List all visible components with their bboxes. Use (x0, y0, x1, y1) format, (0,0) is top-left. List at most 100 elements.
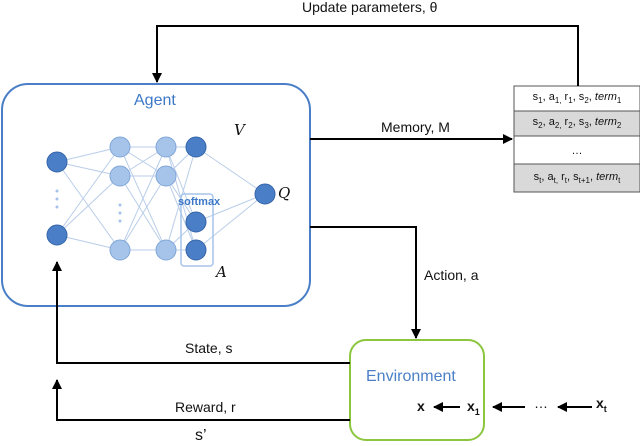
memory-token: t (564, 176, 568, 186)
q-node (254, 183, 276, 205)
x-label-text: x (417, 398, 425, 414)
memory-token: , s (567, 171, 579, 184)
hidden-ellipsis-dot (118, 203, 122, 207)
input-node (46, 224, 68, 246)
a-output-label: A (216, 263, 227, 281)
network-edge (165, 146, 197, 223)
agent-box (1, 83, 311, 307)
memory-token: 2 (584, 96, 589, 106)
memory-row-t: st, at, rt, st+1, termt (514, 165, 640, 192)
memory-token: s (532, 116, 539, 129)
memory-token: t+1 (578, 176, 590, 186)
memory-token: , s (572, 116, 585, 129)
x1-label-sub: 1 (474, 406, 480, 417)
reward-label: Reward, r (175, 399, 236, 415)
memory-row-1: s1, a1, r1, s2, term1 (514, 86, 640, 111)
x-label: x (417, 398, 425, 414)
network-edge (56, 146, 121, 236)
x1-label-text: x (467, 398, 475, 414)
chain-dots-label: … (534, 395, 548, 411)
network-edge (195, 146, 266, 195)
input-node (46, 151, 68, 173)
memory-label: Memory, M (381, 119, 450, 135)
memory-row-t-text: st, at, rt, st+1, termt (534, 171, 621, 185)
memory-token: t, (553, 176, 559, 186)
memory-token: 1 (568, 96, 573, 106)
advantage-node (185, 239, 207, 261)
input-ellipsis-dot (55, 197, 59, 201)
memory-token: term (594, 116, 617, 129)
s-prime-label: s’ (195, 427, 207, 444)
memory-token: s (532, 91, 539, 104)
hidden-node (109, 165, 131, 187)
memory-token: t (539, 176, 542, 186)
network-edge (56, 234, 121, 251)
v-output-label: V (234, 121, 245, 139)
memory-token: r (561, 91, 569, 104)
memory-token: term (596, 171, 619, 184)
reward-arrow (52, 379, 350, 421)
memory-row-2-text: s2, a2, r2, s3, term2 (533, 116, 622, 130)
network-edge (56, 146, 121, 163)
memory-row-1-text: s1, a1, r1, s2, term1 (533, 91, 622, 105)
memory-token: 2 (538, 121, 543, 131)
memory-token: 2 (616, 121, 622, 131)
memory-token: , a (541, 171, 554, 184)
memory-row-ellipsis-text: … (571, 144, 583, 157)
environment-box (349, 339, 485, 441)
action-arrow (310, 226, 421, 339)
hidden-ellipsis-dot (118, 219, 122, 223)
network-edge (56, 161, 121, 177)
value-node (185, 136, 207, 158)
network-edge (119, 175, 167, 251)
q-output-label: Q (278, 184, 291, 202)
xt-label-sub: t (603, 403, 607, 414)
state-label: State, s (185, 340, 233, 356)
hidden-node (109, 136, 131, 158)
input-ellipsis-dot (55, 189, 59, 193)
memory-token: 2 (568, 121, 573, 131)
memory-token: r (558, 171, 565, 184)
memory-row-2: s2, a2, r2, s3, term2 (514, 111, 640, 136)
update-parameters-arrow (152, 25, 579, 86)
hidden-ellipsis-dot (118, 211, 122, 215)
memory-row-ellipsis: … (514, 137, 640, 164)
softmax-label: softmax (178, 196, 221, 208)
memory-token: t (618, 176, 621, 186)
update-parameters-label: Update parameters, θ (302, 0, 438, 15)
hidden-node (155, 165, 177, 187)
memory-token: , (588, 116, 595, 129)
memory-token: 1, (554, 96, 562, 106)
softmax-box (180, 193, 214, 267)
hidden-node (109, 239, 131, 261)
neural-network (46, 136, 276, 267)
action-label: Action, a (424, 267, 479, 283)
xt-label: xt (596, 395, 607, 414)
memory-token: 1 (538, 96, 543, 106)
memory-token: 2, (554, 121, 562, 131)
memory-token: s (533, 171, 540, 184)
memory-token: 3 (584, 121, 589, 131)
memory-table (513, 85, 640, 193)
network-edge (56, 175, 121, 236)
xt-label-text: x (596, 395, 604, 411)
memory-token: , a (542, 116, 555, 129)
input-ellipsis-dot (55, 205, 59, 209)
memory-token: r (561, 116, 569, 129)
advantage-node (185, 211, 207, 233)
memory-token: , s (572, 91, 585, 104)
hidden-node (155, 136, 177, 158)
network-edge (195, 193, 266, 223)
network-edge (195, 193, 266, 251)
environment-title: Environment (366, 368, 456, 385)
memory-token: , (590, 171, 597, 184)
agent-title: Agent (134, 92, 176, 109)
network-edge (119, 146, 167, 251)
memory-token: , (588, 91, 595, 104)
state-arrow (52, 261, 350, 364)
memory-token: term (594, 91, 617, 104)
memory-token: , a (542, 91, 555, 104)
memory-token: 1 (616, 96, 622, 106)
hidden-node (155, 239, 177, 261)
